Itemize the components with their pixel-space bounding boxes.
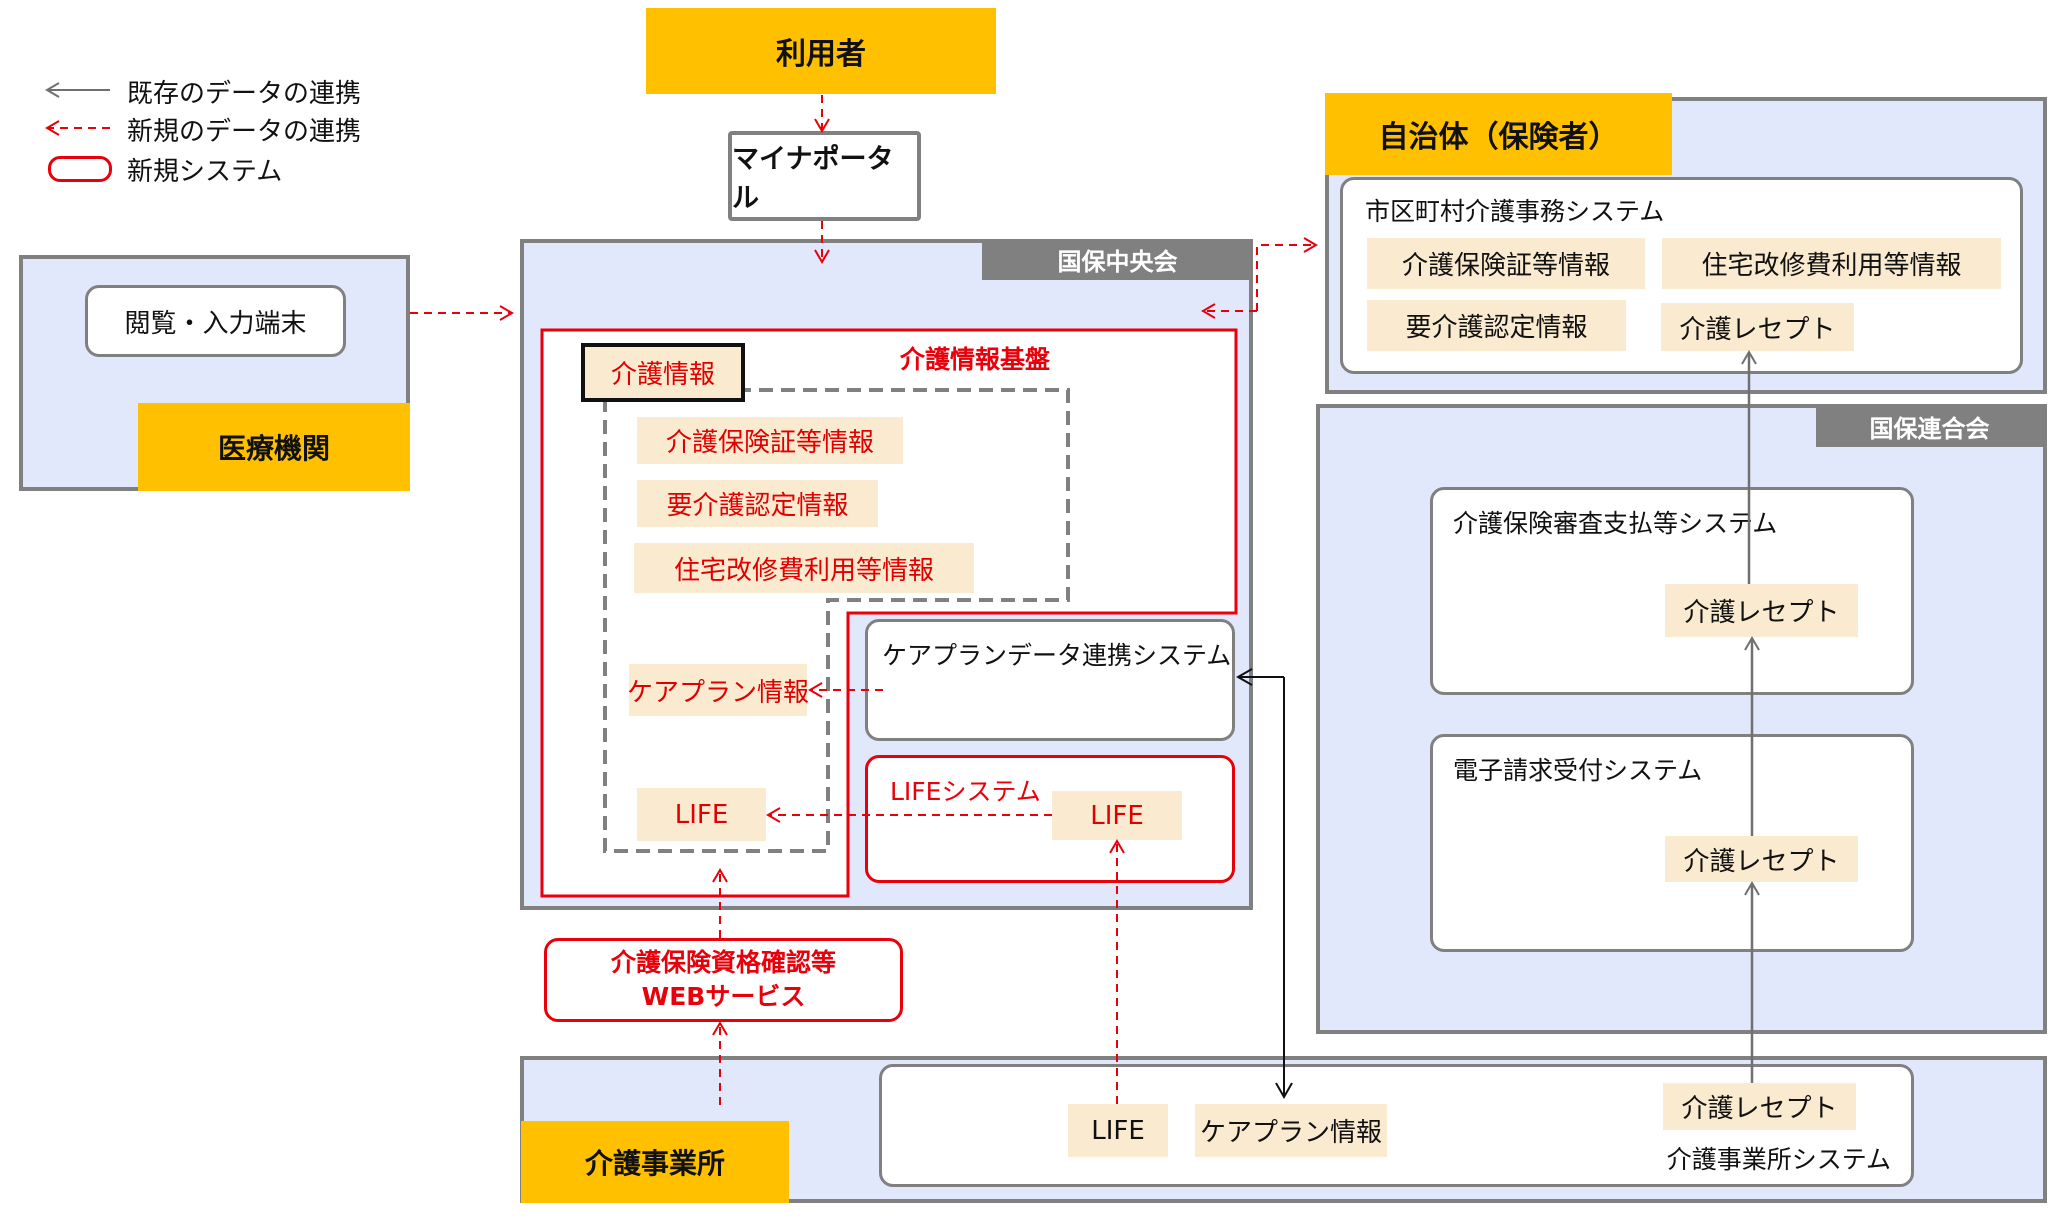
care-info-label[interactable]: 介護情報: [581, 343, 745, 402]
platform-item-home-renovation[interactable]: 住宅改修費利用等情報: [634, 543, 974, 593]
myna-portal[interactable]: マイナポータル: [728, 131, 921, 221]
legend-existing-link: 既存のデータの連携: [127, 79, 362, 109]
legend-new-link: 新規のデータの連携: [127, 117, 362, 147]
care-office-item-receipt[interactable]: 介護レセプト: [1663, 1083, 1856, 1130]
life-system-title: LIFEシステム: [890, 777, 1041, 806]
platform-item-care-certification[interactable]: 要介護認定情報: [637, 480, 878, 527]
careplan-system[interactable]: ケアプランデータ連携システム: [865, 619, 1235, 741]
careplan-system-title: ケアプランデータ連携システム: [882, 641, 1232, 670]
e-claim-system-title: 電子請求受付システム: [1453, 756, 1703, 785]
legend-new-system: 新規システム: [127, 157, 283, 187]
care-office-item-careplan[interactable]: ケアプラン情報: [1195, 1104, 1387, 1157]
platform-item-life[interactable]: LIFE: [637, 788, 766, 841]
care-office-system-title: 介護事業所システム: [1666, 1145, 1891, 1174]
platform-item-insurance-card[interactable]: 介護保険証等情報: [637, 417, 903, 464]
web-service[interactable]: 介護保険資格確認等 WEBサービス: [544, 938, 903, 1022]
platform-item-careplan[interactable]: ケアプラン情報: [627, 664, 809, 716]
municipality-item-care-certification[interactable]: 要介護認定情報: [1367, 300, 1626, 351]
review-payment-system-title: 介護保険審査支払等システム: [1453, 509, 1778, 538]
municipality-item-insurance-card[interactable]: 介護保険証等情報: [1367, 238, 1645, 289]
medical-terminal[interactable]: 閲覧・入力端末: [85, 285, 346, 357]
municipality-item-home-renovation[interactable]: 住宅改修費利用等情報: [1662, 238, 2001, 289]
medical-label: 医療機関: [138, 403, 410, 491]
care-office-label: 介護事業所: [521, 1121, 789, 1203]
municipality-item-receipt[interactable]: 介護レセプト: [1661, 303, 1854, 351]
kokuho-rengokai-tab: 国保連合会: [1816, 406, 2043, 447]
web-service-line1: 介護保険資格確認等: [610, 948, 836, 977]
arrow-chuokai-to-municipality: [1256, 237, 1318, 311]
web-service-line2: WEBサービス: [641, 982, 806, 1011]
kokuho-chuokai-tab: 国保中央会: [982, 239, 1253, 280]
review-system-receipt[interactable]: 介護レセプト: [1665, 584, 1858, 637]
municipality-label: 自治体（保険者）: [1325, 93, 1672, 175]
care-office-item-life[interactable]: LIFE: [1068, 1104, 1168, 1157]
legend-new-system-swatch: [48, 156, 112, 182]
user-label: 利用者: [646, 8, 996, 94]
claim-system-receipt[interactable]: 介護レセプト: [1665, 836, 1858, 882]
municipality-system-title: 市区町村介護事務システム: [1365, 197, 1665, 226]
life-system-item[interactable]: LIFE: [1052, 791, 1182, 840]
care-platform-title: 介護情報基盤: [900, 345, 1051, 374]
